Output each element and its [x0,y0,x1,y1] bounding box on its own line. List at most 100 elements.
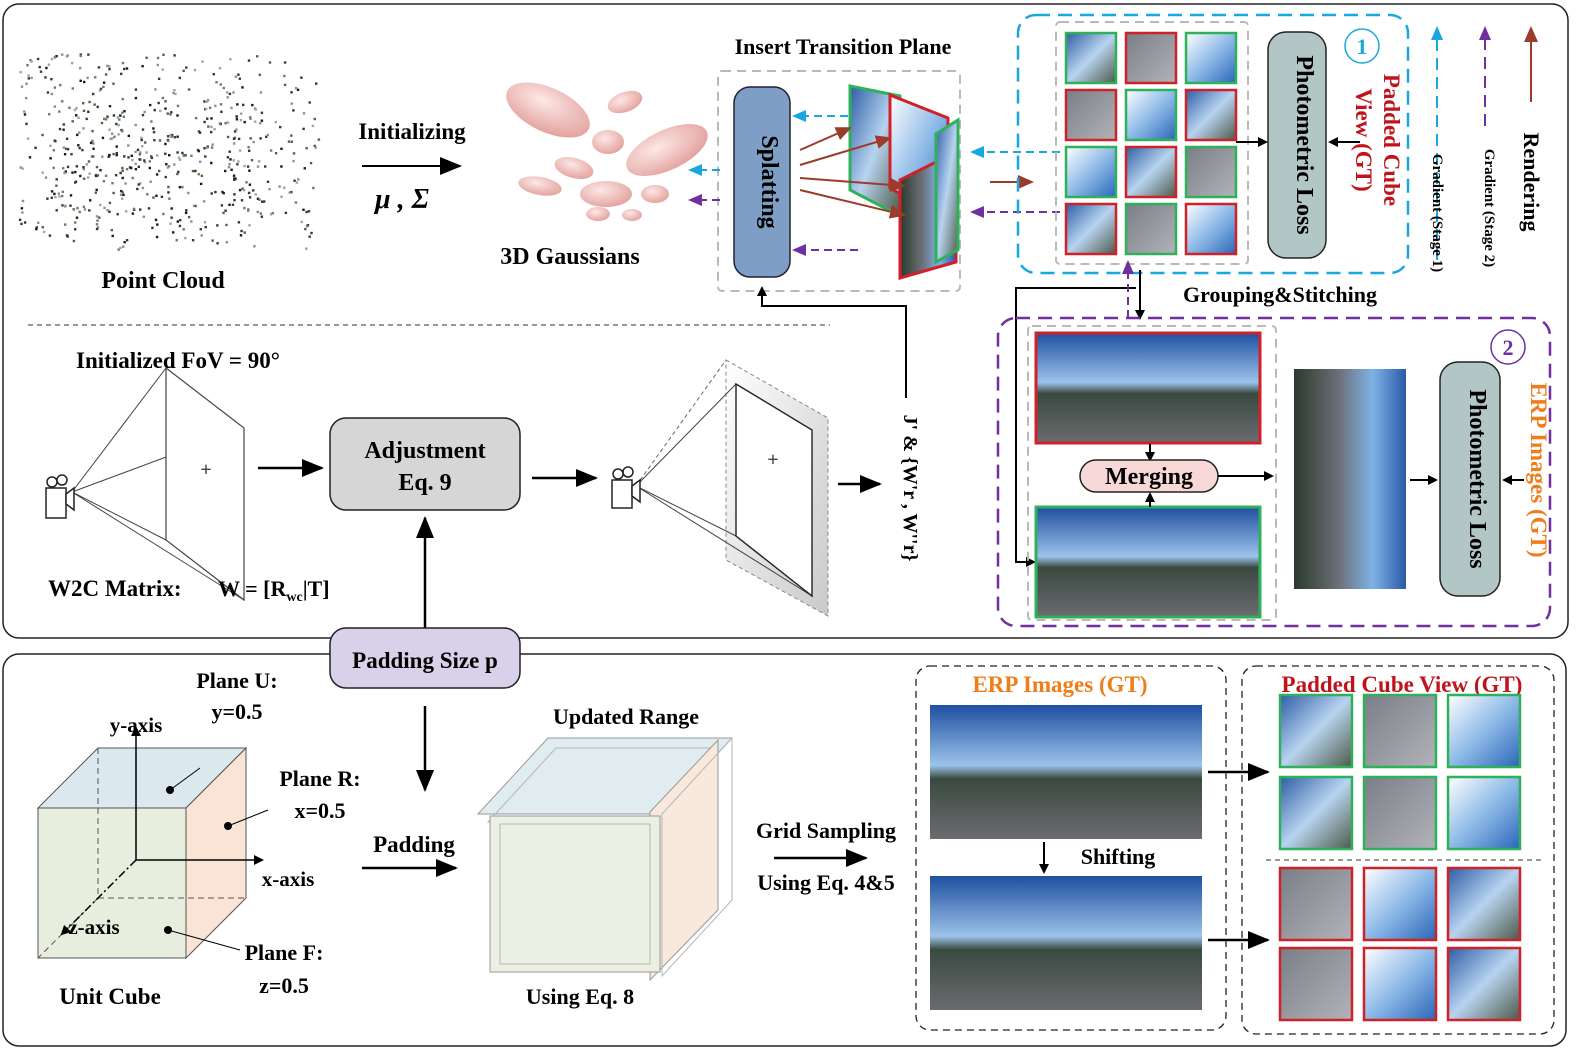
plane-u-line2: y=0.5 [211,699,262,724]
padded-cube-tile-red [1362,946,1438,1022]
grid-sampling-line1: Grid Sampling [756,818,896,843]
legend: Gradient (Stage 1) Gradient (Stage 2) Re… [1429,26,1544,272]
z-axis-label: z-axis [68,915,119,939]
stage1-badge-number: 1 [1357,34,1368,59]
x-axis-label: x-axis [262,867,315,891]
stage2-badge [1490,329,1526,365]
stage1-cube-tile [1124,202,1178,256]
stage1-cube-tile [1184,202,1238,256]
plane-u-line1: Plane U: [196,668,277,693]
padded-cube-tile-green [1278,775,1354,851]
erp-gt-image-shifted [930,876,1202,1010]
adjustment-eq-label: Eq. 9 [398,470,451,496]
jw-params-label: J' & {W'r , W''r} [899,415,921,562]
stage1-cube-tile [1124,145,1178,199]
camera-left: + [45,366,245,602]
insert-transition-plane-label: Insert Transition Plane [735,34,952,59]
stage2-erp-bottom [1034,505,1262,619]
initialized-fov-label: Initialized FoV = 90° [76,348,280,373]
grid-sampling-line2: Using Eq. 4&5 [757,870,895,895]
svg-text:+: + [200,459,211,481]
y-axis-label: y-axis [110,713,163,737]
adjustment-label: Adjustment [364,438,485,464]
stage2-erp-box [1027,325,1277,621]
transition-plane-box [717,70,961,292]
splatting-block [733,86,791,278]
stage2-box [996,316,1552,628]
params-to-splatting-line [757,286,907,398]
photometric-loss-block-2 [1439,361,1501,597]
point-cloud-label: Point Cloud [101,268,225,294]
padded-cube-tile-green [1446,775,1522,851]
legend-gradient-stage2: Gradient (Stage 2) [1481,149,1497,267]
unit-cube [36,726,269,960]
gaussians-illustration [506,82,708,221]
stage1-cube-tile [1064,145,1118,199]
updated-range-cube [476,736,734,982]
stage1-badge [1344,28,1380,64]
stitch-feed-line [1015,287,1136,567]
padded-cube-tile-red [1362,866,1438,942]
updated-range-label: Updated Range [553,704,699,729]
stage1-cube-tile [1184,145,1238,199]
stage2-badge-number: 2 [1503,335,1514,360]
mu-sigma-label: μ , Σ [373,184,430,215]
unit-cube-label: Unit Cube [59,984,161,1009]
photometric-loss-block-1 [1267,31,1327,259]
padded-cube-tile-green [1446,693,1522,769]
merging-label: Merging [1105,464,1193,490]
padded-cube-tile-red [1446,946,1522,1022]
stage1-cube-tile [1124,31,1178,85]
w2c-formula: W = [Rwc|T] [218,576,330,605]
camera-right: + [611,359,829,617]
padded-cube-tile-green [1362,775,1438,851]
padding-size-block [329,627,521,689]
stage2-erp-top [1034,331,1262,445]
padded-cube-tile-red [1278,946,1354,1022]
stage1-cube-tile [1184,88,1238,142]
legend-gradient-stage1: Gradient (Stage 1) [1429,154,1445,272]
erp-gt-title: ERP Images (GT) [972,672,1147,697]
photometric-loss-label-1: Photometric Loss [1291,55,1317,234]
erp-gt-image-original [930,705,1202,839]
padding-size-label: Padding Size p [352,648,498,673]
shifting-label: Shifting [1081,844,1156,869]
padded-cube-view-gt-line1: Padded Cube [1379,74,1404,206]
stage1-cube-tile [1184,31,1238,85]
stage1-cube-tile [1124,88,1178,142]
grouping-stitching-label: Grouping&Stitching [1183,282,1377,307]
splatting-label: Splatting [756,135,782,228]
padded-cube-tiles [1278,693,1522,1022]
using-eq8-label: Using Eq. 8 [526,984,634,1009]
plane-f-line1: Plane F: [245,940,324,965]
svg-text:+: + [767,449,778,471]
padded-cube-gt-title: Padded Cube View (GT) [1282,672,1523,697]
padded-cube-gt-box [1241,665,1555,1035]
padded-cube-view-gt-line2: View (GT) [1351,88,1376,191]
merged-erp-image [1294,369,1406,589]
padded-cube-tile-green [1278,693,1354,769]
erp-images-gt-vertical: ERP Images (GT) [1526,382,1551,557]
stage1-tile-grid [1064,31,1238,256]
w2c-label: W2C Matrix: [48,576,182,601]
stage1-cube-tile [1064,31,1118,85]
padded-cube-tile-green [1362,693,1438,769]
padding-label: Padding [373,832,455,857]
stage1-cube-tile [1064,202,1118,256]
erp-gt-box [915,665,1227,1031]
rendering-arrows [799,127,1034,219]
plane-f-line2: z=0.5 [259,973,309,998]
stage1-box [1016,13,1410,275]
initializing-label: Initializing [358,119,466,144]
gaussians-label: 3D Gaussians [500,244,639,270]
transition-planes [848,84,960,280]
padded-cube-tile-red [1446,866,1522,942]
padded-cube-tile-red [1278,866,1354,942]
point-cloud-image [18,53,321,251]
plane-r-line2: x=0.5 [294,798,345,823]
photometric-loss-label-2: Photometric Loss [1464,389,1490,568]
plane-r-line1: Plane R: [279,766,360,791]
adjustment-block [329,417,521,511]
